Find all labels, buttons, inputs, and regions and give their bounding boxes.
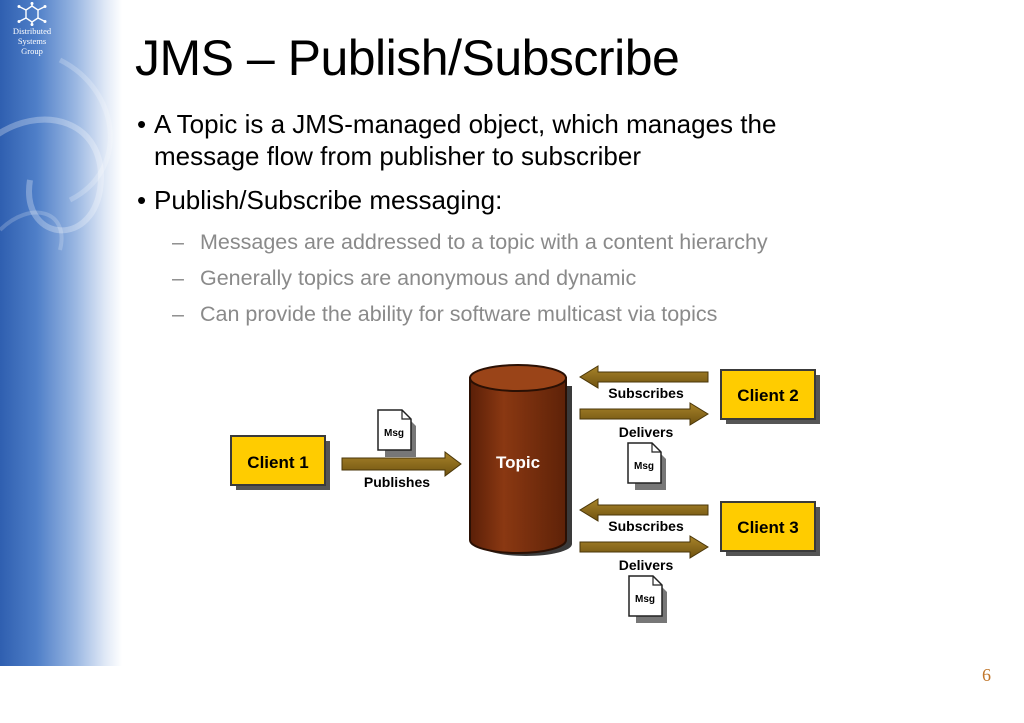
sidebar-gradient: Distributed Systems Group — [0, 0, 122, 666]
client1-label: Client 1 — [247, 453, 308, 472]
sub-bullet-content-hierarchy: Messages are addressed to a topic with a… — [135, 224, 935, 260]
msg-document-icon-deliver-bottom: Msg — [628, 575, 667, 623]
logo-text-line3: Group — [21, 46, 43, 56]
delivers-top-label: Delivers — [619, 424, 674, 440]
delivers-bottom-arrow: Delivers — [579, 535, 709, 573]
slide-number: 6 — [982, 665, 991, 685]
delivers-bottom-label: Delivers — [619, 557, 674, 573]
topic-cylinder: Topic — [469, 364, 572, 556]
client3-label: Client 3 — [737, 518, 798, 537]
client2-label: Client 2 — [737, 386, 798, 405]
bullet-topic-definition: A Topic is a JMS-managed object, which m… — [135, 108, 935, 172]
msg-label-publish: Msg — [384, 428, 404, 439]
sidebar-swirl-decoration — [0, 57, 113, 251]
client1-box: Client 1 — [230, 435, 330, 490]
bullet-topic-definition-line2: message flow from publisher to subscribe… — [154, 141, 641, 171]
sub-bullet-anonymous-dynamic: Generally topics are anonymous and dynam… — [135, 260, 935, 296]
msg-document-icon-deliver-top: Msg — [627, 442, 666, 490]
delivers-top-arrow: Delivers — [579, 402, 709, 440]
client3-box: Client 3 — [720, 501, 820, 556]
slide-title: JMS – Publish/Subscribe — [135, 30, 680, 86]
msg-label-deliver-top: Msg — [634, 461, 654, 472]
msg-document-icon-publish: Msg — [377, 409, 416, 457]
bullet-list: A Topic is a JMS-managed object, which m… — [135, 108, 935, 332]
sub-bullet-software-multicast: Can provide the ability for software mul… — [135, 296, 935, 332]
msg-label-deliver-bottom: Msg — [635, 594, 655, 605]
subscribes-bottom-label: Subscribes — [608, 518, 684, 534]
publishes-arrow: Publishes — [341, 451, 462, 490]
logo: Distributed Systems Group — [0, 2, 64, 56]
logo-text-line2: Systems — [17, 36, 47, 46]
topic-label: Topic — [496, 453, 540, 472]
subscribes-top-arrow: Subscribes — [579, 365, 709, 401]
bullet-pubsub-messaging: Publish/Subscribe messaging: — [135, 184, 935, 216]
client2-box: Client 2 — [720, 369, 820, 424]
subscribes-top-label: Subscribes — [608, 385, 684, 401]
subscribes-bottom-arrow: Subscribes — [579, 498, 709, 534]
publishes-label: Publishes — [364, 474, 430, 490]
network-logo-icon — [17, 2, 47, 26]
logo-text-line1: Distributed — [12, 26, 52, 36]
bullet-topic-definition-line1: A Topic is a JMS-managed object, which m… — [154, 109, 777, 139]
